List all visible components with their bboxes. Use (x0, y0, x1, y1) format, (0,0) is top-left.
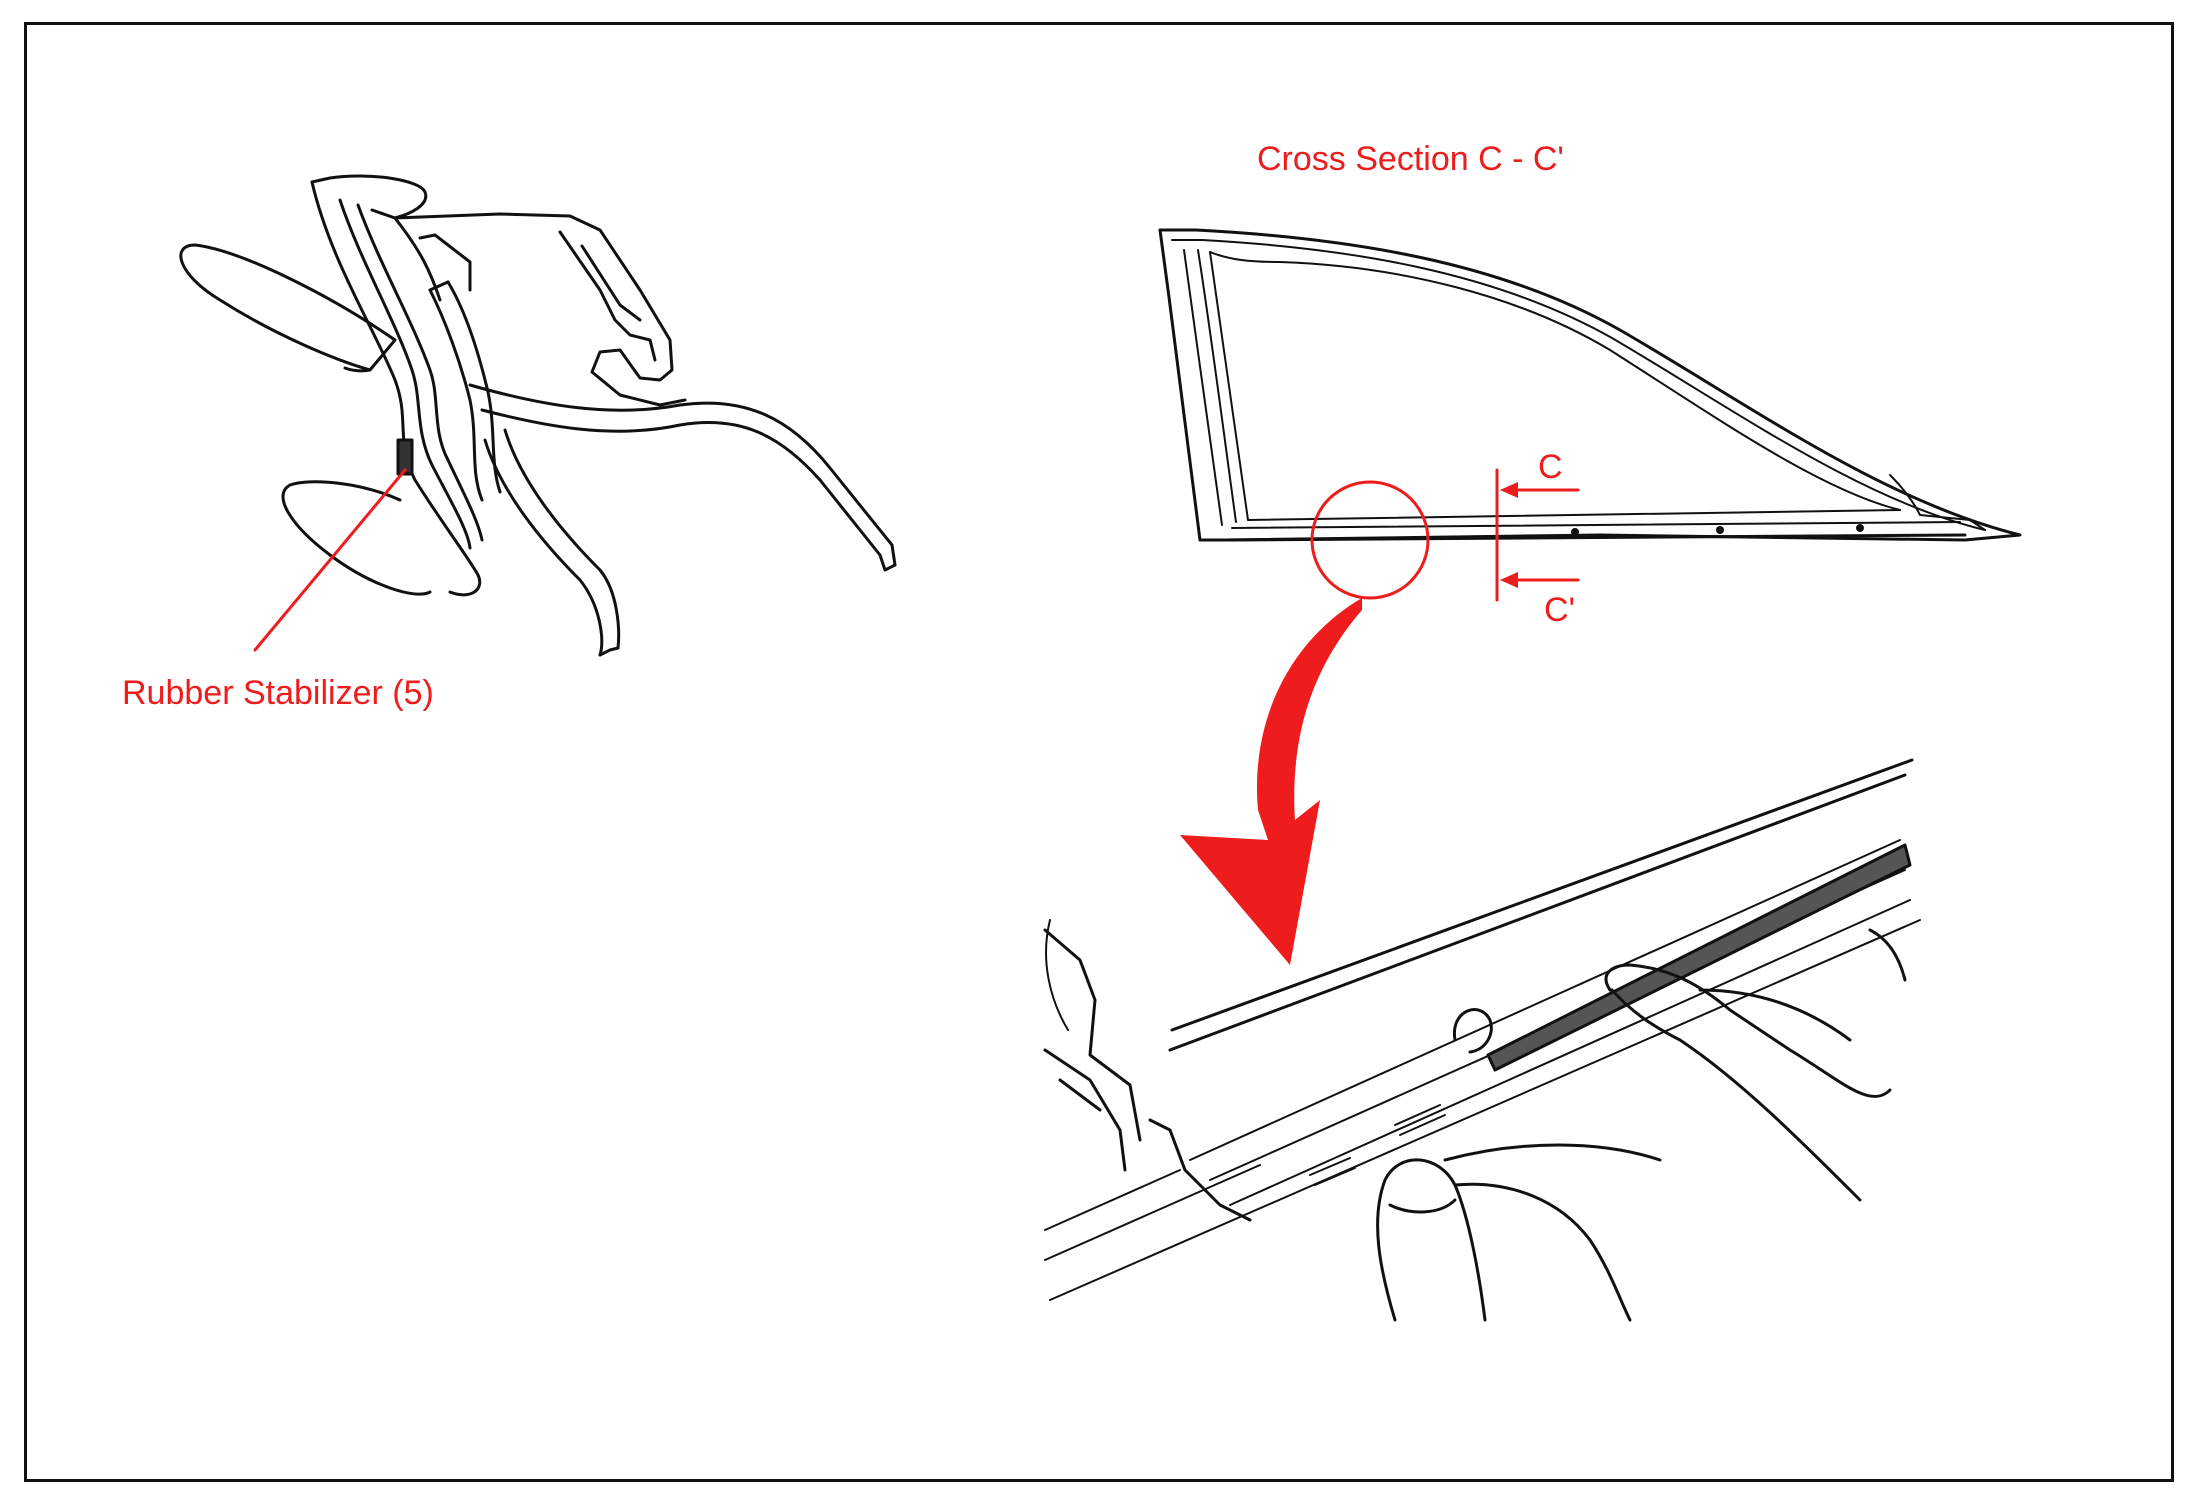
cross-section-title: Cross Section C - C' (1257, 140, 1564, 178)
molding-section-illustration (179, 174, 897, 657)
figure-border (24, 22, 2174, 1482)
stabilizer-leader-line (253, 468, 407, 652)
rubber-stabilizer-label: Rubber Stabilizer (5) (122, 674, 434, 712)
section-c-label: C (1538, 448, 1563, 486)
quarter-window-illustration (1158, 228, 2022, 542)
installation-illustration (1043, 758, 1921, 1322)
callout-overlays (253, 468, 1580, 652)
detail-circle (1310, 480, 1430, 600)
arrowhead-c-prime (1500, 572, 1518, 588)
section-c-prime-label: C' (1544, 591, 1576, 629)
big-curved-arrow (1180, 598, 1362, 965)
arrowhead-c (1500, 482, 1518, 498)
